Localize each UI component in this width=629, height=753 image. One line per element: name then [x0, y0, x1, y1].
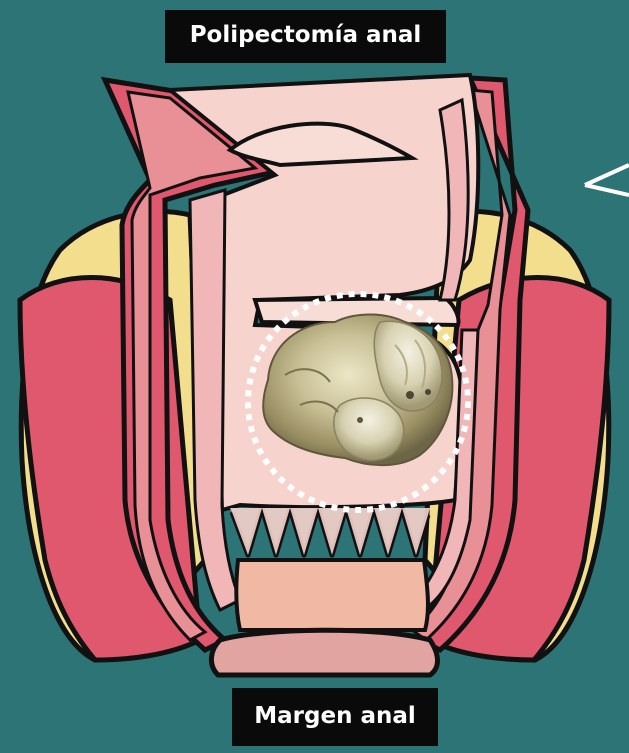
title-label-polypectomy: Polipectomía anal: [165, 10, 446, 63]
anal-verge: [211, 630, 437, 675]
anal-canal-skin: [236, 560, 428, 630]
label-anal-margin: Margen anal: [232, 688, 438, 746]
pointer-arrow-icon: [585, 165, 629, 195]
polyp-specimen: [263, 315, 452, 466]
